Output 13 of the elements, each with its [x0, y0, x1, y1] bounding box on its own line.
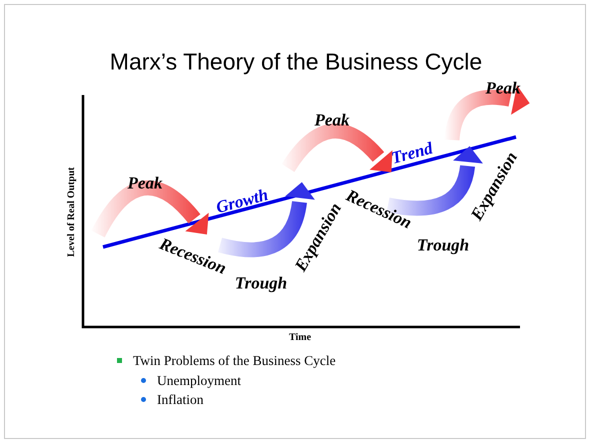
- line-label: Trend: [390, 139, 434, 167]
- axis-title: Level of Real Output: [67, 167, 77, 257]
- slide-title: Marx’s Theory of the Business Cycle: [110, 50, 482, 74]
- stage-label: Peak: [128, 174, 162, 192]
- bullet-text: Inflation: [157, 393, 204, 406]
- bullet-text: Unemployment: [157, 374, 241, 388]
- axis-title: Time: [288, 333, 312, 343]
- line-label: Growth: [214, 186, 270, 216]
- stage-label: Peak: [486, 80, 520, 96]
- stage-label: Trough: [416, 236, 470, 254]
- stage-label: Trough: [234, 274, 288, 292]
- stage-label: Peak: [314, 112, 350, 128]
- bullet-text: Twin Problems of the Business Cycle: [133, 354, 336, 368]
